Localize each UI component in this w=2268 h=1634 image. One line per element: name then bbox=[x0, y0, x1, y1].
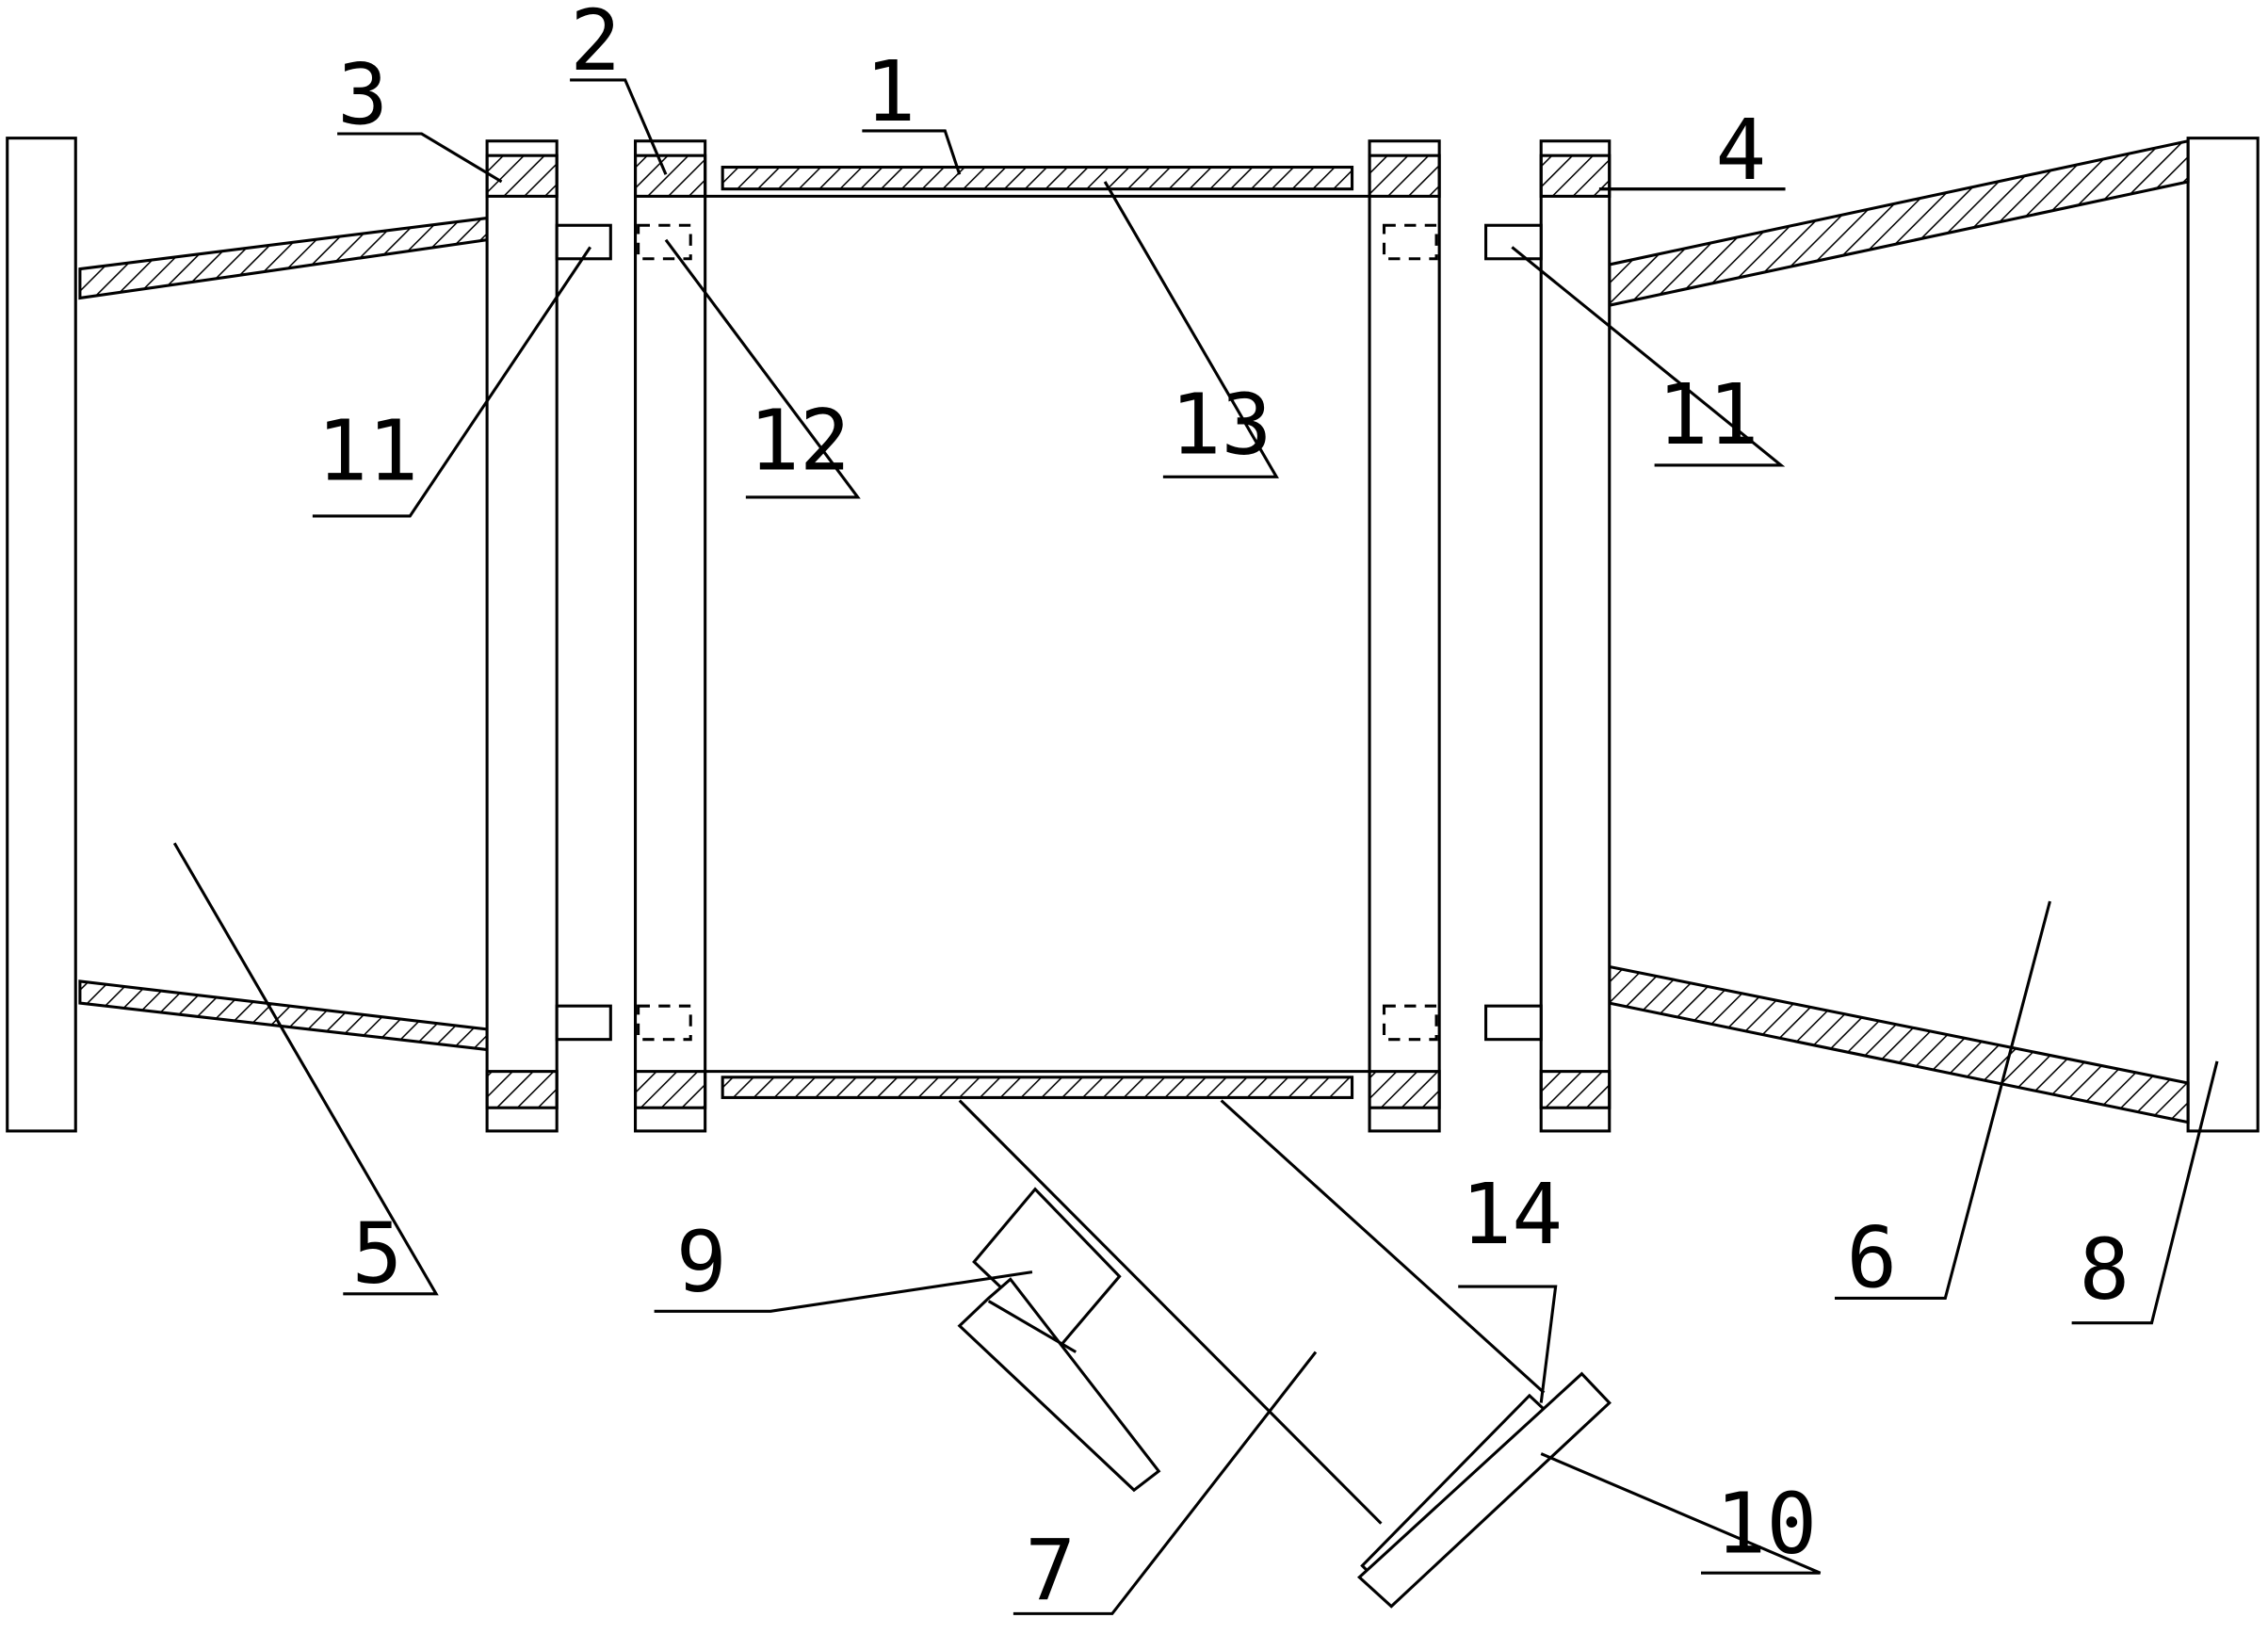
right-end-plate-8 bbox=[2186, 137, 2260, 1133]
flange-right-inner bbox=[1368, 139, 1441, 1133]
socket-12 bbox=[1382, 223, 1438, 261]
branch-pipe-7-left bbox=[958, 1099, 1383, 1525]
pin-11 bbox=[1484, 223, 1543, 261]
pin-11 bbox=[555, 1004, 612, 1042]
branch-pipe-7-right bbox=[1220, 1099, 1546, 1394]
label-13: 13 bbox=[1171, 377, 1272, 475]
label-4: 4 bbox=[1715, 102, 1766, 200]
label-1: 1 bbox=[865, 43, 915, 141]
pin-11 bbox=[1484, 1004, 1543, 1042]
pipe-1-bottom-wall bbox=[721, 1076, 1354, 1099]
socket-12 bbox=[637, 1004, 692, 1042]
flange-2 bbox=[634, 139, 707, 1133]
cone-6-bottom-wall bbox=[1608, 964, 2190, 1124]
label-11-left: 11 bbox=[317, 402, 419, 500]
cone-6-top-wall bbox=[1608, 138, 2190, 308]
socket-12 bbox=[1382, 1004, 1438, 1042]
cone-5-bottom-wall bbox=[78, 979, 489, 1052]
label-10: 10 bbox=[1715, 1476, 1817, 1574]
label-6: 6 bbox=[1846, 1209, 1897, 1307]
label-14: 14 bbox=[1461, 1166, 1563, 1264]
label-11-right: 11 bbox=[1658, 366, 1759, 464]
cone-5-top-wall bbox=[78, 216, 489, 300]
flange-3 bbox=[485, 139, 559, 1133]
flange-4 bbox=[1539, 139, 1612, 1133]
label-7: 7 bbox=[1025, 1522, 1076, 1620]
socket-12 bbox=[637, 223, 692, 261]
pipe-1-top-wall bbox=[721, 165, 1354, 191]
pin-11 bbox=[555, 223, 612, 261]
label-12: 12 bbox=[749, 393, 850, 491]
label-5: 5 bbox=[352, 1205, 403, 1302]
flange-10 bbox=[1356, 1371, 1612, 1609]
label-9: 9 bbox=[676, 1214, 727, 1312]
label-8: 8 bbox=[2079, 1221, 2130, 1319]
part-9-bracket bbox=[957, 1277, 1161, 1493]
left-end-plate bbox=[6, 137, 77, 1133]
label-3: 3 bbox=[337, 46, 388, 144]
label-2: 2 bbox=[570, 0, 621, 90]
leader-lines bbox=[172, 78, 2219, 1615]
